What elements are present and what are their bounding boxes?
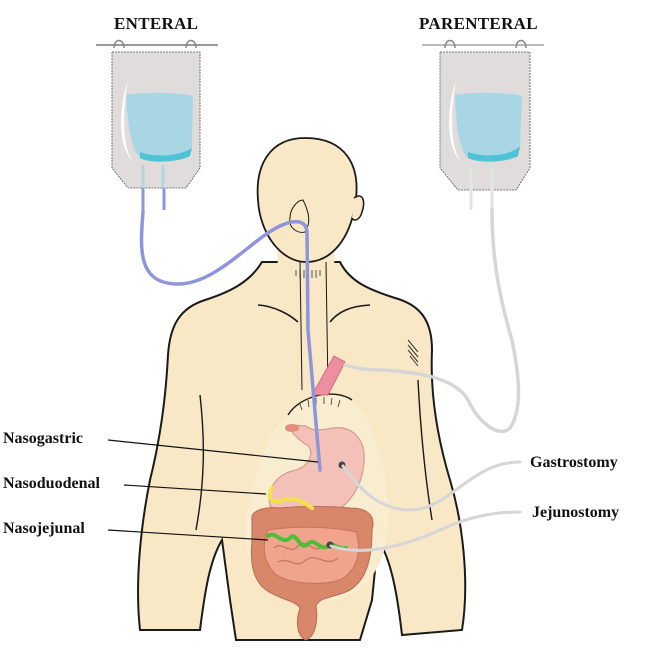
enteral-bag [96,39,218,215]
callout-nasojejunal: Nasojejunal [3,520,85,537]
enteral-tube [139,210,322,472]
leader-lines [107,439,319,541]
parenteral-title: PARENTERAL [419,14,538,33]
parenteral-bag [422,39,544,210]
callout-nasoduodenal: Nasoduodenal [3,475,100,492]
duodenal-tube [267,486,314,510]
callout-gastrostomy: Gastrostomy [530,454,618,471]
jejunostomy-tube [326,510,522,552]
esophagus [311,355,346,396]
leader-nasogastric [107,439,319,463]
callout-jejunostomy: Jejunostomy [532,504,620,521]
leader-nasojejunal [107,529,269,541]
gastrostomy-tube [338,460,522,512]
parenteral-tube [343,208,521,434]
leader-nasoduodenal [123,484,267,495]
enteral-title: ENTERAL [114,14,199,33]
callout-nasogastric: Nasogastric [3,430,83,447]
stomach [268,424,365,522]
